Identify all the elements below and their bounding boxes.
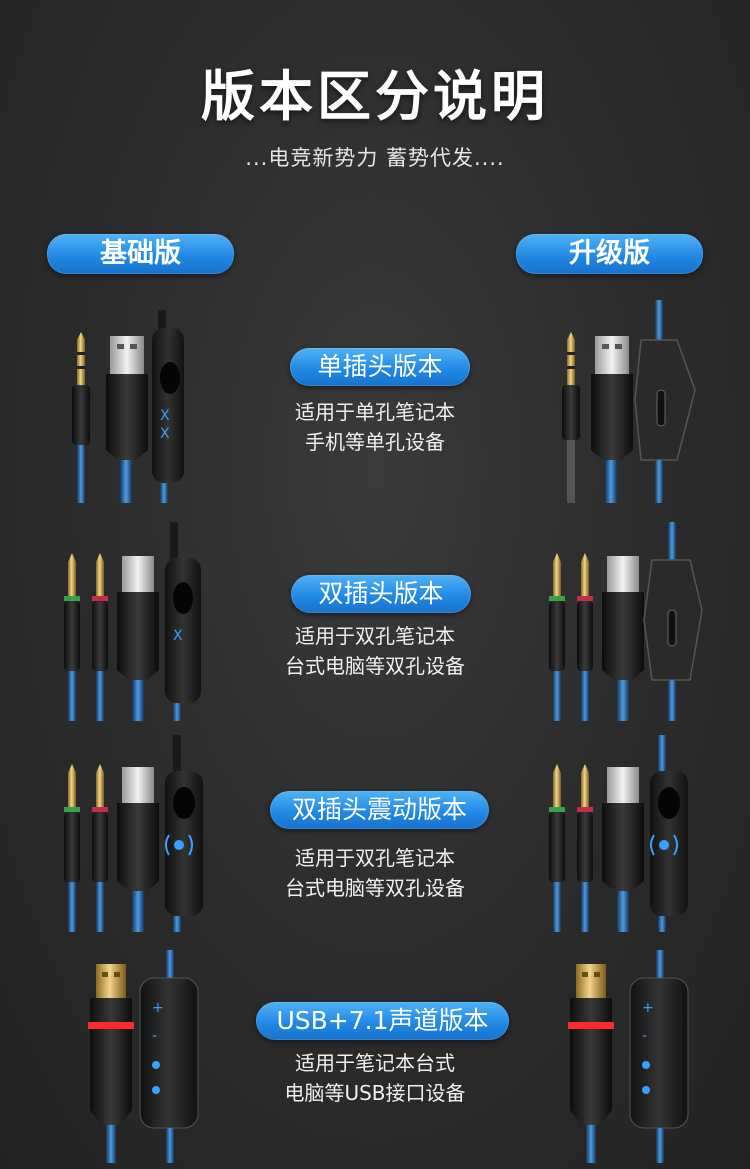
desc-line: 台式电脑等双孔设备 xyxy=(285,654,465,678)
column-upgrade-label: 升级版 xyxy=(516,234,703,274)
svg-text:X: X xyxy=(173,628,183,644)
dual-plug-vibration-cable-icon xyxy=(64,735,203,932)
svg-text:X: X xyxy=(160,408,170,424)
version-label-single: 单插头版本 xyxy=(290,348,470,386)
desc-line: 适用于笔记本台式 xyxy=(295,1051,455,1075)
desc-line: 台式电脑等双孔设备 xyxy=(285,876,465,900)
product-upgrade-dual-vibration xyxy=(540,735,700,935)
desc-line: 电脑等USB接口设备 xyxy=(284,1081,466,1105)
product-upgrade-single xyxy=(555,300,705,505)
usb-71-cable-icon: + - xyxy=(88,950,199,1163)
product-basic-usb-71: + - xyxy=(80,950,220,1165)
column-basic-label: 基础版 xyxy=(47,234,234,274)
single-plug-cable-icon: X X xyxy=(72,310,184,503)
product-basic-single: X X xyxy=(60,300,210,505)
svg-text:X: X xyxy=(160,426,170,442)
desc-line: 手机等单孔设备 xyxy=(305,430,445,454)
version-desc-single: 适用于单孔笔记本 手机等单孔设备 xyxy=(220,397,530,457)
version-desc-dual: 适用于双孔笔记本 台式电脑等双孔设备 xyxy=(220,621,530,681)
dual-plug-cable-icon: X xyxy=(64,522,201,721)
dual-plug-vibration-cable-icon xyxy=(549,735,688,932)
version-label-dual-vibration: 双插头震动版本 xyxy=(270,791,489,829)
desc-line: 适用于双孔笔记本 xyxy=(295,846,455,870)
product-basic-dual-vibration xyxy=(55,735,215,935)
desc-line: 适用于单孔笔记本 xyxy=(295,400,455,424)
version-desc-dual-vibration: 适用于双孔笔记本 台式电脑等双孔设备 xyxy=(220,843,530,903)
single-plug-cable-icon xyxy=(562,300,696,503)
dual-plug-cable-icon xyxy=(549,522,703,721)
desc-line: 适用于双孔笔记本 xyxy=(295,624,455,648)
page-title: 版本区分说明 xyxy=(201,65,549,128)
svg-text:-: - xyxy=(642,1028,647,1044)
product-upgrade-usb-71: + - xyxy=(560,950,700,1165)
version-desc-usb-71: 适用于笔记本台式 电脑等USB接口设备 xyxy=(220,1048,530,1108)
version-label-dual: 双插头版本 xyxy=(291,575,471,613)
svg-text:-: - xyxy=(152,1028,157,1044)
version-label-usb-71: USB+7.1声道版本 xyxy=(256,1002,509,1040)
usb-71-cable-icon: + - xyxy=(568,950,689,1163)
svg-text:+: + xyxy=(642,1000,654,1016)
product-upgrade-dual xyxy=(540,520,705,725)
svg-text:+: + xyxy=(152,1000,164,1016)
product-basic-dual: X xyxy=(55,520,215,725)
page-subtitle: ...电竞新势力 蓄势代发.... xyxy=(245,146,505,170)
